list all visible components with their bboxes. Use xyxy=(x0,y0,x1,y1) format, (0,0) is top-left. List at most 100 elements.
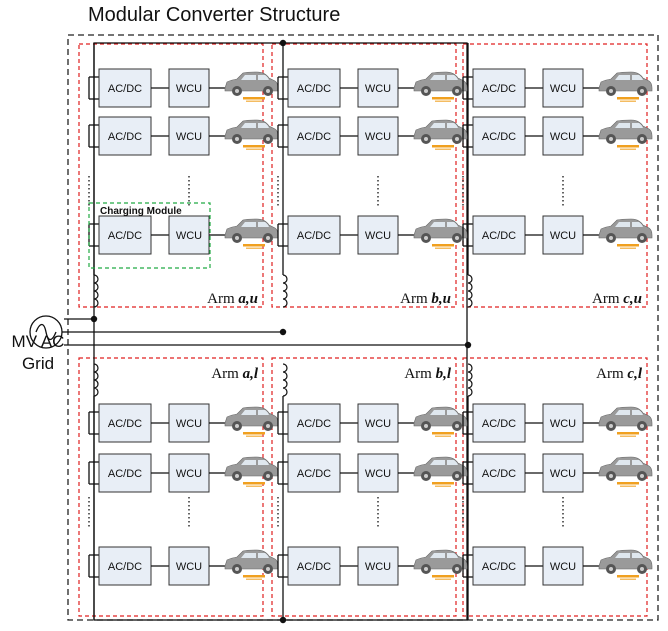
arm-inductor-icon xyxy=(93,363,99,397)
arm-label: Arm a,l xyxy=(211,366,259,382)
wcu-block xyxy=(357,546,399,586)
junction-dot xyxy=(279,328,287,336)
electric-car-icon xyxy=(224,549,279,580)
acdc-block xyxy=(472,68,526,108)
wcu-label: WCU xyxy=(550,230,576,242)
wcu-block xyxy=(168,116,210,156)
wcu-label: WCU xyxy=(176,230,202,242)
acdc-block xyxy=(287,546,341,586)
wcu-label: WCU xyxy=(365,83,391,95)
acdc-label: AC/DC xyxy=(108,83,142,95)
electric-car-icon xyxy=(224,406,279,437)
arm-inductor-icon xyxy=(467,363,473,397)
wcu-label: WCU xyxy=(550,561,576,573)
arm-box xyxy=(462,357,648,617)
ac-source-icon xyxy=(29,315,63,349)
arm-box xyxy=(271,357,457,617)
grid-label-line1: MV AC xyxy=(11,332,65,351)
wcu-block xyxy=(168,403,210,443)
wcu-block xyxy=(542,116,584,156)
wcu-label: WCU xyxy=(550,468,576,480)
arm-box xyxy=(271,43,457,308)
acdc-block xyxy=(98,68,152,108)
acdc-block xyxy=(472,116,526,156)
acdc-label: AC/DC xyxy=(482,468,516,480)
electric-car-icon xyxy=(413,406,468,437)
electric-car-icon xyxy=(598,218,653,249)
wcu-label: WCU xyxy=(365,230,391,242)
acdc-label: AC/DC xyxy=(482,83,516,95)
acdc-label: AC/DC xyxy=(297,230,331,242)
acdc-label: AC/DC xyxy=(108,418,142,430)
acdc-label: AC/DC xyxy=(108,468,142,480)
acdc-block xyxy=(472,453,526,493)
junction-dot xyxy=(464,341,472,349)
electric-car-icon xyxy=(413,456,468,487)
acdc-label: AC/DC xyxy=(482,561,516,573)
wcu-block xyxy=(357,116,399,156)
acdc-label: AC/DC xyxy=(297,561,331,573)
arm-box xyxy=(78,43,264,308)
junction-dot xyxy=(90,315,98,323)
charging-module-box xyxy=(88,202,211,269)
arm-label: Arm c,l xyxy=(596,366,643,382)
wcu-block xyxy=(168,453,210,493)
electric-car-icon xyxy=(598,549,653,580)
acdc-label: AC/DC xyxy=(108,131,142,143)
acdc-label: AC/DC xyxy=(297,468,331,480)
arm-label: Arm b,l xyxy=(404,366,452,382)
wcu-label: WCU xyxy=(176,468,202,480)
wcu-label: WCU xyxy=(176,131,202,143)
charging-module-label: Charging Module xyxy=(100,206,182,217)
arm-label: Arm b,u xyxy=(400,291,451,307)
acdc-label: AC/DC xyxy=(482,131,516,143)
acdc-block xyxy=(98,453,152,493)
electric-car-icon xyxy=(413,71,468,102)
electric-car-icon xyxy=(598,71,653,102)
acdc-block xyxy=(98,116,152,156)
wcu-label: WCU xyxy=(365,418,391,430)
acdc-label: AC/DC xyxy=(297,131,331,143)
acdc-block xyxy=(287,116,341,156)
wcu-label: WCU xyxy=(550,83,576,95)
wcu-label: WCU xyxy=(365,131,391,143)
wcu-label: WCU xyxy=(176,83,202,95)
acdc-label: AC/DC xyxy=(482,418,516,430)
arm-inductor-icon xyxy=(93,274,99,308)
electric-car-icon xyxy=(224,456,279,487)
wcu-label: WCU xyxy=(550,418,576,430)
acdc-label: AC/DC xyxy=(297,418,331,430)
grid-label-line2: Grid xyxy=(21,354,55,373)
electric-car-icon xyxy=(224,119,279,150)
wcu-block xyxy=(168,68,210,108)
arm-label: Arm c,u xyxy=(592,291,642,307)
wcu-label: WCU xyxy=(365,561,391,573)
electric-car-icon xyxy=(224,71,279,102)
wcu-block xyxy=(542,215,584,255)
wcu-block xyxy=(542,68,584,108)
diagram-title: Modular Converter Structure xyxy=(88,4,341,26)
arm-box xyxy=(78,357,264,617)
acdc-block xyxy=(287,68,341,108)
arm-box xyxy=(462,43,648,308)
acdc-label: AC/DC xyxy=(297,83,331,95)
acdc-label: AC/DC xyxy=(108,230,142,242)
acdc-block xyxy=(287,215,341,255)
wcu-block xyxy=(357,403,399,443)
electric-car-icon xyxy=(598,456,653,487)
electric-car-icon xyxy=(413,549,468,580)
acdc-block xyxy=(98,546,152,586)
wcu-label: WCU xyxy=(176,418,202,430)
acdc-label: AC/DC xyxy=(108,561,142,573)
electric-car-icon xyxy=(598,119,653,150)
wcu-label: WCU xyxy=(365,468,391,480)
acdc-label: AC/DC xyxy=(482,230,516,242)
arm-inductor-icon xyxy=(282,363,288,397)
wcu-block xyxy=(357,453,399,493)
electric-car-icon xyxy=(598,406,653,437)
arm-inductor-icon xyxy=(467,274,473,308)
wcu-block xyxy=(357,215,399,255)
arm-label: Arm a,u xyxy=(207,291,258,307)
acdc-block xyxy=(472,215,526,255)
